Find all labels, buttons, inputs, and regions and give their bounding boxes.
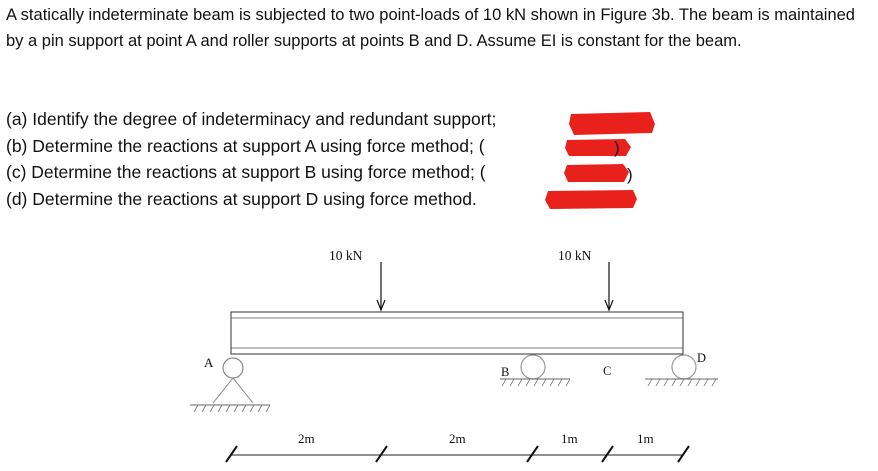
load-2-arrow	[604, 262, 614, 312]
redaction-mark-b	[565, 139, 631, 156]
part-a: (a) Identify the degree of indeterminacy…	[6, 106, 496, 133]
support-a-pin	[190, 357, 271, 413]
support-d-roller	[645, 354, 718, 387]
support-a-label: A	[204, 355, 214, 370]
part-d-text: (d) Determine the reactions at support D…	[6, 188, 477, 209]
beam	[230, 311, 684, 355]
span-2-label: 2m	[449, 431, 466, 446]
part-b: (b) Determine the reactions at support A…	[6, 133, 496, 160]
load-1-label: 10 kN	[329, 248, 363, 263]
redaction-marks: ) )	[545, 112, 655, 209]
part-c-closing-paren: )	[627, 165, 633, 184]
dimension-line	[225, 445, 690, 463]
support-b-roller	[500, 354, 571, 387]
point-c-label: C	[603, 364, 611, 378]
redaction-mark-c	[564, 164, 629, 182]
load-2-label: 10 kN	[558, 248, 592, 263]
part-c: (c) Determine the reactions at support B…	[6, 159, 496, 186]
redaction-mark-a	[569, 112, 655, 135]
redaction-mark-d	[545, 190, 637, 209]
support-b-label: B	[501, 365, 509, 379]
part-a-text: (a) Identify the degree of indeterminacy…	[6, 109, 497, 129]
part-d: (d) Determine the reactions at support D…	[6, 186, 496, 213]
problem-statement: A statically indeterminate beam is subje…	[6, 6, 855, 50]
part-b-text: (b) Determine the reactions at support A…	[6, 135, 485, 156]
span-4-label: 1m	[637, 431, 654, 446]
question-parts: (a) Identify the degree of indeterminacy…	[6, 106, 496, 212]
part-c-text: (c) Determine the reactions at support B…	[6, 162, 486, 182]
support-d-label: D	[697, 351, 706, 365]
span-3-label: 1m	[561, 431, 578, 446]
span-1-label: 2m	[298, 431, 315, 446]
part-b-closing-paren: )	[614, 138, 620, 157]
load-1-arrow	[376, 262, 386, 312]
